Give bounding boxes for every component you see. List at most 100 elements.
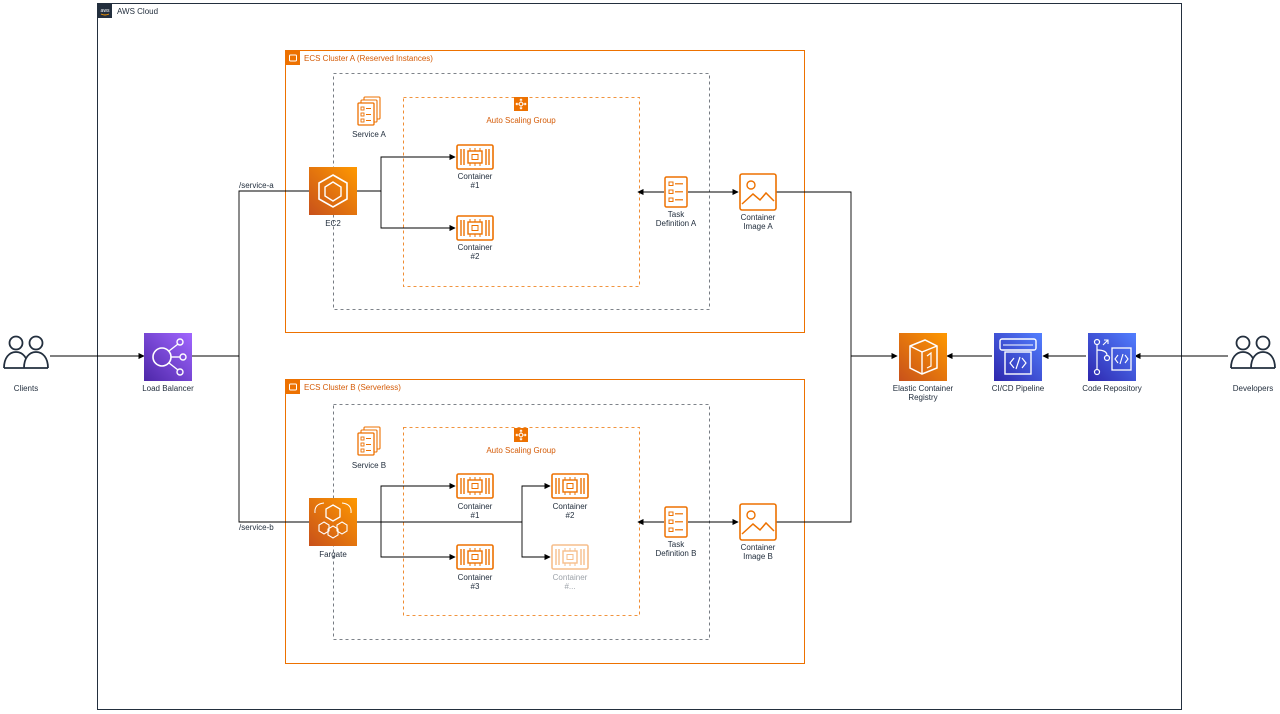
container-bn-label-line2: #... <box>564 582 575 591</box>
container-image-icon <box>739 173 777 211</box>
edge-ec2-to-container-a2 <box>380 191 456 232</box>
developers-label: Developers <box>1233 384 1273 393</box>
container-b3-label-line1: Container <box>458 573 493 582</box>
auto-scaling-icon <box>513 96 529 112</box>
edge-image-a-to-ecr <box>776 191 852 356</box>
users-icon <box>1230 335 1276 369</box>
container-image-b-node[interactable]: Container Image B <box>739 503 777 561</box>
edge-lb-to-ec2 <box>192 190 309 357</box>
aws-cloud-group: aws AWS Cloud <box>97 3 1182 710</box>
task-definition-b-line2: Definition B <box>656 549 697 558</box>
users-icon <box>3 335 49 369</box>
task-definition-a-node[interactable]: Task Definition A <box>656 176 697 228</box>
container-b1-label-line1: Container <box>458 502 493 511</box>
cluster-b-asg-boundary <box>403 427 640 616</box>
code-repository-label: Code Repository <box>1082 384 1142 393</box>
task-definition-b-node[interactable]: Task Definition B <box>656 506 697 558</box>
container-image-a-line1: Container <box>741 213 776 222</box>
developers-node[interactable]: Developers <box>1230 335 1276 394</box>
service-b-node[interactable]: Service B <box>352 426 386 470</box>
container-a1-node[interactable]: Container #1 <box>456 144 494 190</box>
aws-cloud-label: AWS Cloud <box>117 7 158 16</box>
edge-fargate-to-container-b1 <box>380 482 456 522</box>
container-b2-label-line1: Container <box>553 502 588 511</box>
ecr-label-line2: Registry <box>908 393 937 402</box>
container-a2-node[interactable]: Container #2 <box>456 215 494 261</box>
container-b1-node[interactable]: Container #1 <box>456 473 494 520</box>
auto-scaling-icon <box>513 427 529 443</box>
edge-fargate-to-container-bn <box>521 522 551 561</box>
container-b3-node[interactable]: Container #3 <box>456 544 494 591</box>
container-chip-icon <box>456 473 494 499</box>
clients-label: Clients <box>14 384 38 393</box>
container-image-a-node[interactable]: Container Image A <box>739 173 777 231</box>
task-definition-icon <box>664 176 688 208</box>
cluster-b-asg-label: Auto Scaling Group <box>486 446 556 455</box>
route-service-b-label: /service-b <box>239 523 274 532</box>
cluster-a-title: ECS Cluster A (Reserved Instances) <box>304 54 433 63</box>
container-chip-icon <box>551 473 589 499</box>
ecs-ec2-icon <box>309 167 357 215</box>
container-chip-icon <box>456 144 494 170</box>
ec2-node[interactable]: EC2 <box>309 167 357 228</box>
task-definition-b-line1: Task <box>668 540 685 549</box>
ecs-cluster-b-group: ECS Cluster B (Serverless) Auto Scaling … <box>285 379 805 664</box>
container-image-icon <box>739 503 777 541</box>
fargate-node[interactable]: Fargate <box>309 498 357 559</box>
fargate-label: Fargate <box>319 550 347 559</box>
load-balancer-label: Load Balancer <box>142 384 194 393</box>
elastic-load-balancing-icon <box>144 333 192 381</box>
container-image-b-line1: Container <box>741 543 776 552</box>
service-stack-icon <box>357 96 381 126</box>
container-b2-label-line2: #2 <box>566 511 575 520</box>
container-image-b-line2: Image B <box>743 552 773 561</box>
container-b1-label-line2: #1 <box>471 511 480 520</box>
codecommit-icon <box>1088 333 1136 381</box>
container-b3-label-line2: #3 <box>471 582 480 591</box>
connectors <box>50 153 1228 561</box>
cicd-pipeline-node[interactable]: CI/CD Pipeline <box>992 333 1045 393</box>
load-balancer-node[interactable]: Load Balancer <box>142 333 194 393</box>
codepipeline-icon <box>994 333 1042 381</box>
ecs-cluster-a-group: ECS Cluster A (Reserved Instances) Auto … <box>285 50 805 333</box>
edge-image-b-to-ecr <box>776 356 852 523</box>
edge-lb-to-fargate <box>238 356 309 523</box>
aws-logo-text: aws <box>101 8 110 14</box>
container-a1-label-line2: #1 <box>471 181 480 190</box>
edge-ec2-to-container-a1 <box>357 153 456 192</box>
fargate-icon <box>309 498 357 546</box>
container-chip-icon <box>456 215 494 241</box>
aws-logo-icon: aws <box>98 4 112 18</box>
clients-node[interactable]: Clients <box>3 335 49 394</box>
task-definition-a-line2: Definition A <box>656 219 697 228</box>
container-bn-node[interactable]: Container #... <box>551 544 589 591</box>
code-repository-node[interactable]: Code Repository <box>1082 333 1142 393</box>
task-definition-icon <box>664 506 688 538</box>
cluster-a-asg-boundary <box>403 97 640 287</box>
container-b2-node[interactable]: Container #2 <box>551 473 589 520</box>
container-a1-label-line1: Container <box>458 172 493 181</box>
ecr-label-line1: Elastic Container <box>893 384 954 393</box>
container-a2-label-line1: Container <box>458 243 493 252</box>
container-image-a-line2: Image A <box>743 222 773 231</box>
ecr-node[interactable]: Elastic Container Registry <box>893 333 954 402</box>
container-chip-icon <box>456 544 494 570</box>
service-a-node[interactable]: Service A <box>352 96 387 139</box>
service-b-label: Service B <box>352 461 386 470</box>
ecr-icon <box>899 333 947 381</box>
ecs-cluster-icon <box>285 50 301 66</box>
cluster-a-asg-label: Auto Scaling Group <box>486 116 556 125</box>
cicd-pipeline-label: CI/CD Pipeline <box>992 384 1045 393</box>
edge-fargate-to-container-b3 <box>380 522 456 561</box>
route-service-a-label: /service-a <box>239 181 274 190</box>
container-a2-label-line2: #2 <box>471 252 480 261</box>
ecs-cluster-icon <box>285 379 301 395</box>
edge-fargate-to-container-b2 <box>521 482 551 522</box>
service-stack-icon <box>357 426 381 456</box>
task-definition-a-line1: Task <box>668 210 685 219</box>
cluster-b-title: ECS Cluster B (Serverless) <box>304 383 401 392</box>
container-chip-icon <box>551 544 589 570</box>
service-a-label: Service A <box>352 130 386 139</box>
container-bn-label-line1: Container <box>553 573 588 582</box>
